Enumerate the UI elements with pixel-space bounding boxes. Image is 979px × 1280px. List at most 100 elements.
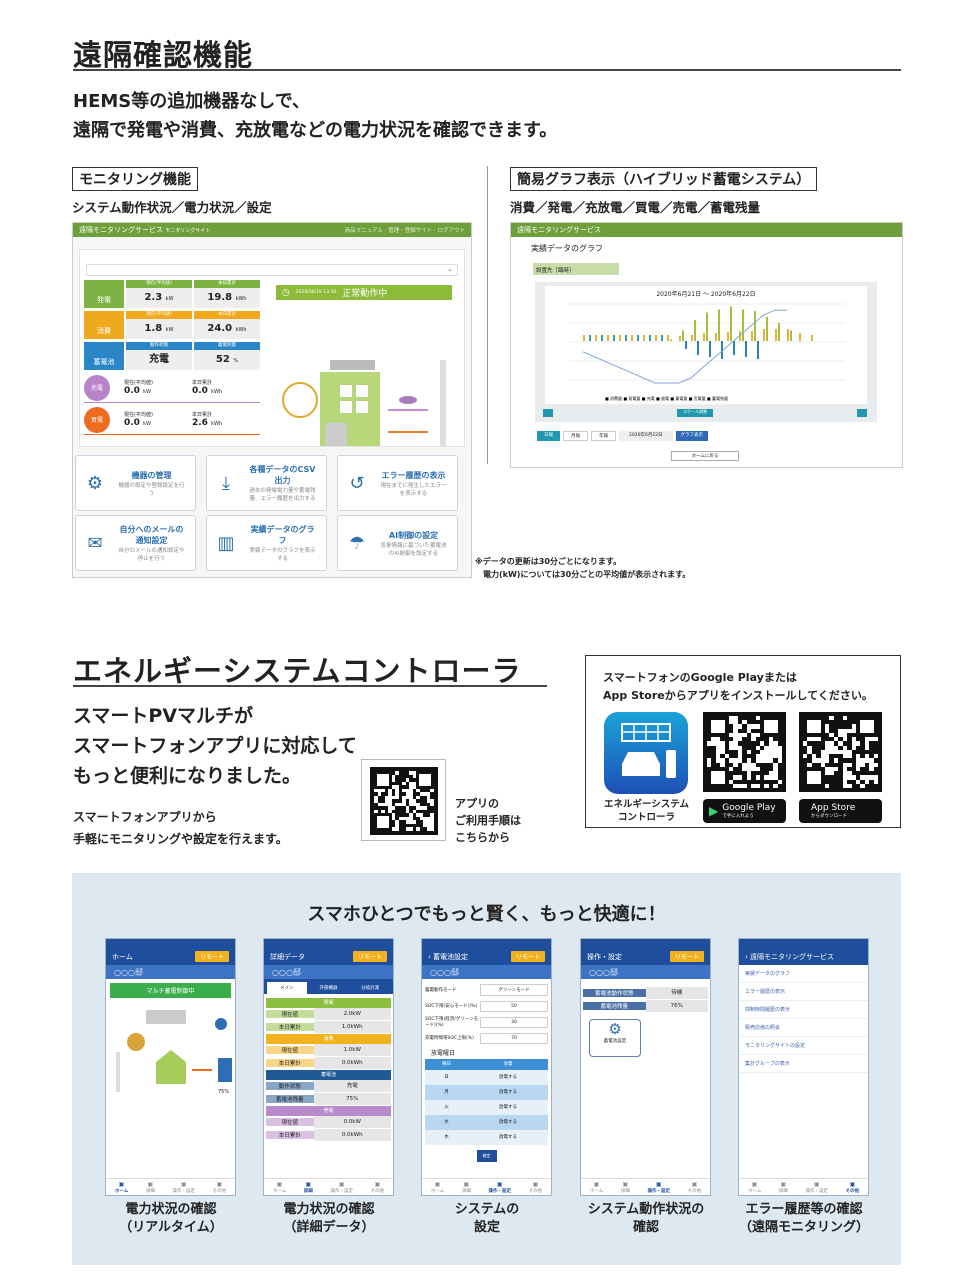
app-name: エネルギーシステム コントローラ	[599, 798, 694, 824]
menu-item[interactable]: 抑制時間履歴の表示	[739, 1001, 868, 1019]
tab[interactable]: 分岐計測	[361, 986, 380, 991]
menu-item[interactable]: 集計グループの表示	[739, 1055, 868, 1073]
nav-0[interactable]: ▣ホーム	[431, 1181, 444, 1194]
day-row: 水放電する	[425, 1115, 548, 1130]
field-input[interactable]: 30	[480, 1016, 548, 1028]
screen-title: ホーム	[112, 952, 133, 961]
monitoring-screenshot: 遠隔モニタリングサービス モニタリングサイト 商品マニュアル · 管理・登録サイ…	[72, 222, 472, 578]
bottom-nav: ▣ホーム ▣詳細 ▣操作・設定 ▣その他	[264, 1178, 393, 1195]
metric-value: 1.8	[144, 323, 163, 334]
remote-button[interactable]: リモート	[352, 951, 387, 962]
tile-mail[interactable]: ✉ 自分へのメールの通知設定自分のメールの通知設定や停止を行う	[75, 515, 196, 571]
day-select[interactable]: 放電する	[499, 1135, 518, 1140]
caption-line: 設定	[473, 1220, 500, 1235]
nav-0[interactable]: ▣ホーム	[115, 1181, 128, 1194]
row-label: 蓄電池残量	[266, 1095, 314, 1103]
app-icon[interactable]	[604, 712, 688, 794]
nav-3[interactable]: ▣その他	[371, 1181, 385, 1194]
tab-daily[interactable]: 日報	[537, 431, 560, 441]
menu-item[interactable]: モニタリングサイトの設定	[739, 1037, 868, 1055]
nav-link[interactable]: ログアウト	[437, 228, 465, 234]
day-select[interactable]: 放電する	[499, 1090, 518, 1095]
tile-download[interactable]: ⤓ 各種データのCSV出力過去の発電電力量や蓄電残量、エラー履歴を出力する	[206, 455, 327, 511]
app-store-qr-icon[interactable]	[799, 712, 882, 792]
flow-value: 0.0	[192, 386, 208, 396]
qr-code-icon[interactable]	[370, 767, 438, 835]
field-input[interactable]: グリーンモード	[480, 984, 548, 996]
nav-2[interactable]: ▣操作・設定	[489, 1181, 512, 1194]
next-button[interactable]	[857, 409, 867, 417]
app-title: 遠隔モニタリングサービス	[79, 226, 163, 234]
scale-button[interactable]: スケール調整	[677, 409, 713, 417]
nav-2[interactable]: ▣操作・設定	[648, 1181, 671, 1194]
tile-gear[interactable]: ⚙ 機器の管理機器の設定や登録設定を行う	[75, 455, 196, 511]
screen-title: 蓄電池設定	[433, 952, 469, 961]
prev-button[interactable]	[543, 409, 553, 417]
consumption-bar	[595, 335, 597, 341]
store-line: スマートフォンのGoogle Playまたは	[603, 671, 797, 684]
tile-title: 実績データのグラフ	[250, 525, 315, 545]
remote-button[interactable]: リモート	[669, 951, 704, 962]
section-title: エネルギーシステムコントローラ	[73, 654, 522, 688]
tab[interactable]: 外部機器	[319, 986, 338, 991]
tile-weather[interactable]: ☂ AI制御の設定気象情報に基づいた蓄電池のAI制御を設定する	[337, 515, 458, 571]
tile-history[interactable]: ↺ エラー履歴の表示現在までに発生したエラーを表示する	[337, 455, 458, 511]
caption-line: （リアルタイム）	[119, 1220, 223, 1235]
divider	[73, 69, 901, 71]
nav-0[interactable]: ▣ホーム	[273, 1181, 286, 1194]
nav-0[interactable]: ▣ホーム	[748, 1181, 761, 1194]
tile-bar-chart[interactable]: ▥ 実績データのグラフ実績データのグラフを表示する	[206, 515, 327, 571]
nav-0[interactable]: ▣ホーム	[590, 1181, 603, 1194]
remote-button[interactable]: リモート	[510, 951, 545, 962]
back-icon[interactable]: ‹	[428, 952, 431, 961]
app-name-line: コントローラ	[617, 812, 675, 823]
nav-3[interactable]: ▣その他	[846, 1181, 860, 1194]
field-input[interactable]: 50	[480, 1000, 548, 1012]
nav-1[interactable]: ▣詳細	[621, 1181, 630, 1194]
metric-unit: kWh	[235, 296, 247, 302]
show-graph-button[interactable]: グラフ表示	[675, 431, 709, 441]
nav-link[interactable]: 管理・登録サイト	[388, 228, 433, 234]
tab-yearly[interactable]: 年報	[591, 431, 616, 441]
nav-label: 詳細	[620, 1188, 630, 1194]
menu-item[interactable]: 販売店様の照会	[739, 1019, 868, 1037]
nav-1[interactable]: ▣詳細	[462, 1181, 471, 1194]
nav-label: その他	[687, 1188, 702, 1194]
date-input[interactable]: 2020年6月22日	[619, 431, 673, 441]
tab[interactable]: メイン	[267, 982, 307, 994]
metric-unit: %	[233, 358, 239, 364]
graph-screenshot: 遠隔モニタリングサービス 実績データのグラフ 設置先［臨時］ 2020年6月21…	[510, 222, 903, 468]
day-select[interactable]: 放電する	[499, 1105, 518, 1110]
nav-2[interactable]: ▣操作・設定	[331, 1181, 354, 1194]
nav-2[interactable]: ▣操作・設定	[806, 1181, 829, 1194]
nav-3[interactable]: ▣その他	[529, 1181, 543, 1194]
day-select[interactable]: 放電する	[499, 1120, 518, 1125]
menu-item[interactable]: エラー履歴の表示	[739, 983, 868, 1001]
nav-1[interactable]: ▣詳細	[146, 1181, 155, 1194]
day-select[interactable]: 放電する	[499, 1075, 518, 1080]
nav-link[interactable]: 商品マニュアル	[344, 228, 383, 234]
nav-3[interactable]: ▣その他	[213, 1181, 227, 1194]
nav-1[interactable]: ▣詳細	[779, 1181, 788, 1194]
row-label: 本日累計	[266, 1023, 314, 1031]
consumption-bar	[739, 331, 741, 341]
confirm-button[interactable]: 確定	[476, 1150, 497, 1162]
menu-item[interactable]: 実績データのグラフ	[739, 965, 868, 983]
field-input[interactable]: 70	[480, 1032, 548, 1044]
remote-button[interactable]: リモート	[194, 951, 229, 962]
table-row: 動作状態充電	[266, 1080, 391, 1093]
tab-monthly[interactable]: 月報	[563, 431, 588, 441]
nav-3[interactable]: ▣その他	[688, 1181, 702, 1194]
battery-settings-tile[interactable]: ⚙蓄電池設定	[589, 1019, 641, 1057]
row-label: 現在値	[266, 1010, 314, 1018]
home-button[interactable]: ホームに戻る	[671, 451, 739, 461]
nav-2[interactable]: ▣操作・設定	[173, 1181, 196, 1194]
nav-1[interactable]: ▣詳細	[304, 1181, 313, 1194]
metric-header: 現在(平均値)	[126, 280, 192, 288]
site-select[interactable]: ⌄	[86, 264, 458, 276]
nav-icon: ▣	[338, 1180, 345, 1188]
google-play-qr-icon[interactable]	[703, 712, 786, 792]
back-icon[interactable]: ‹	[745, 952, 748, 961]
